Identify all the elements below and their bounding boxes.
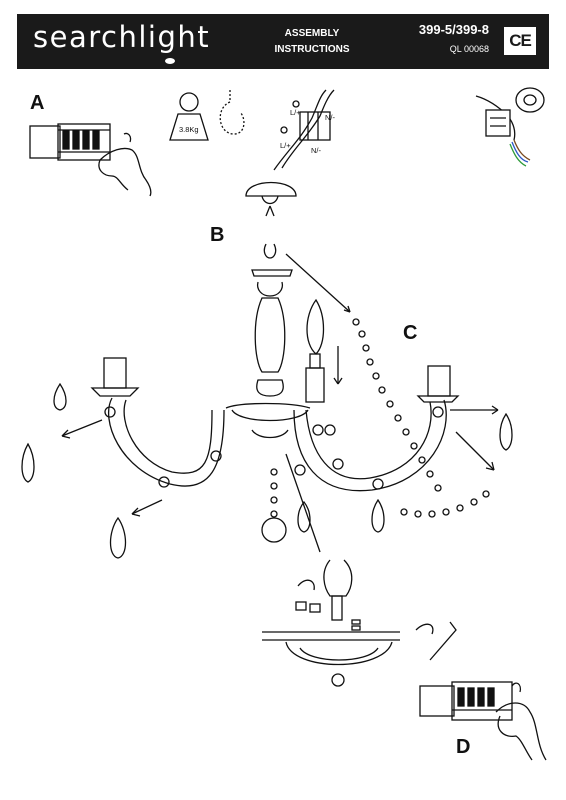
crystal-drop-icon (21, 382, 513, 559)
right-arm-icon (293, 365, 460, 492)
step-d-label: D (456, 736, 471, 758)
model-number: 399-5/399-8 (418, 22, 489, 37)
live-label-top: L/+ (290, 108, 301, 117)
allen-key-icon (429, 621, 457, 661)
header-bar: searchlight ASSEMBLY INSTRUCTIONS 399-5/… (17, 14, 549, 69)
assembly-arrows-icon (61, 253, 499, 553)
step-b-label: B (210, 224, 225, 246)
document-title: ASSEMBLY INSTRUCTIONS (274, 28, 350, 55)
rotate-arrow-icon (297, 579, 434, 635)
base-assembly-icon (262, 559, 400, 687)
hand-a-icon (98, 132, 152, 197)
ce-mark-icon: CE (504, 27, 536, 55)
step-a-label: A (30, 92, 45, 114)
left-arm-icon (90, 357, 225, 487)
step-c-label: C (403, 322, 418, 344)
chandelier-body-icon (225, 243, 311, 439)
brand-logo: searchlight (33, 20, 211, 54)
hand-d-icon (495, 682, 547, 761)
neutral-label-bottom: N/- (311, 146, 321, 155)
logo-dot-icon (165, 58, 175, 64)
rosette-icon (104, 406, 444, 490)
weight-icon (169, 92, 209, 141)
wiring-diagram-icon (273, 89, 335, 171)
weight-label: 3.8Kg (179, 125, 199, 134)
terminal-block-a-icon (29, 123, 111, 161)
ceiling-hook-icon (219, 90, 245, 135)
connector-wires-icon (475, 87, 545, 141)
live-label-bottom: L/+ (280, 141, 291, 150)
terminal-block-d-icon (419, 681, 513, 721)
product-code: QL 00068 (449, 44, 489, 54)
ceiling-rose-icon (245, 181, 297, 217)
bead-chain-icon (270, 318, 490, 518)
bulb-icon (306, 298, 325, 369)
